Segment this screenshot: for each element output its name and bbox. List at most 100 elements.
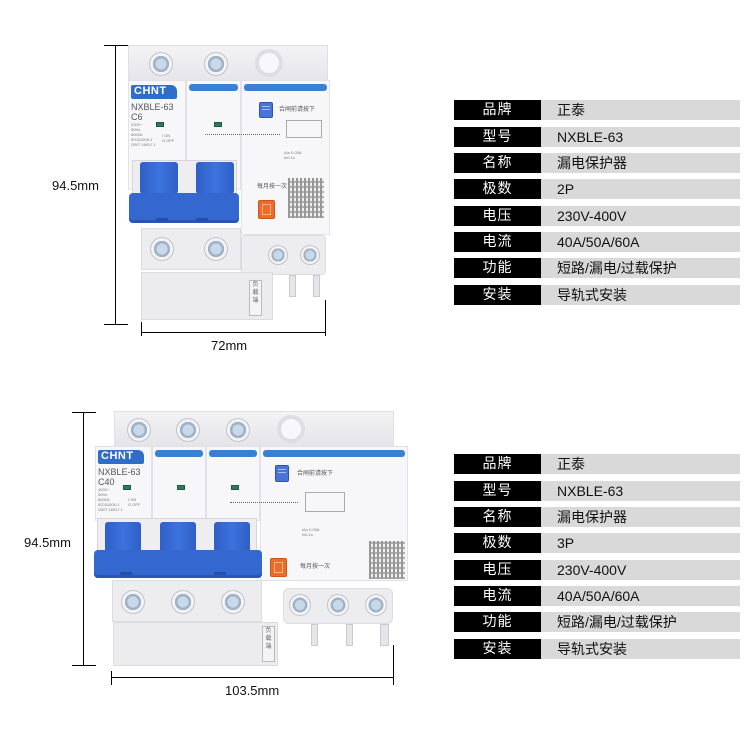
spec-row-voltage: 电压 230V-400V xyxy=(454,560,740,580)
busbar-pin-1 xyxy=(289,275,296,297)
small-print: 230V~ 50Hz 6000A IEC61009-1 GB/T 16917.1 xyxy=(131,122,156,147)
model-text: NXBLE-63 xyxy=(131,102,174,112)
handle-pole-2 xyxy=(160,522,196,554)
spec-key: 型号 xyxy=(454,127,541,147)
pole-face-3 xyxy=(206,446,260,521)
spec-key: 电压 xyxy=(454,206,541,226)
spec-value: 漏电保护器 xyxy=(541,153,740,173)
line-screw-3 xyxy=(226,418,250,442)
line-screw-1 xyxy=(127,418,151,442)
rating-text: C6 xyxy=(131,112,143,122)
spec-row-brand: 品牌 正泰 xyxy=(454,454,740,474)
load-side-tag: 负载端 xyxy=(262,626,275,662)
blue-strip-rcd xyxy=(263,450,405,457)
status-indicator-1 xyxy=(123,485,131,490)
spec-row-function: 功能 短路/漏电/过载保护 xyxy=(454,612,740,632)
busbar-pin-2 xyxy=(346,624,353,646)
monthly-test-button xyxy=(258,200,275,219)
spec-key: 功能 xyxy=(454,258,541,278)
handle-pole-1 xyxy=(140,162,178,194)
load-screw-1 xyxy=(150,237,174,261)
height-dim-line xyxy=(83,412,84,665)
status-indicator-1 xyxy=(156,122,164,127)
test-hint-text: 合闸前请按下 xyxy=(297,470,334,477)
test-button xyxy=(259,102,273,118)
spec-row-voltage: 电压 230V-400V xyxy=(454,206,740,226)
busbar-pin-1 xyxy=(311,624,318,646)
qr-code xyxy=(288,178,324,218)
height-dim-label: 94.5mm xyxy=(52,178,99,193)
spec-value: 正泰 xyxy=(541,100,740,120)
width-dim-label: 72mm xyxy=(211,338,248,353)
width-dim-line xyxy=(141,332,325,333)
rcd-screw-2 xyxy=(327,594,349,616)
blue-strip-2 xyxy=(155,450,203,457)
top-cap xyxy=(114,411,394,449)
spec-key: 品牌 xyxy=(454,100,541,120)
rcd-screw-1 xyxy=(268,245,288,265)
rating-text: C40 xyxy=(98,477,115,487)
spec-value: 导轨式安装 xyxy=(541,639,740,659)
spec-row-model: 型号 NXBLE-63 xyxy=(454,481,740,501)
spec-row-poles: 极数 2P xyxy=(454,179,740,199)
spec-value: 230V-400V xyxy=(541,206,740,226)
spec-key: 功能 xyxy=(454,612,541,632)
spec-key: 电流 xyxy=(454,586,541,606)
spec-value: 漏电保护器 xyxy=(541,507,740,527)
height-dim-label: 94.5mm xyxy=(24,535,71,550)
rcd-face xyxy=(241,80,330,235)
width-dim-right-tick xyxy=(393,645,394,685)
spec-value: NXBLE-63 xyxy=(541,481,740,501)
on-off-legend: I ON O OFF xyxy=(162,133,175,143)
rcd-screw-1 xyxy=(289,594,311,616)
monthly-test-button xyxy=(270,558,287,577)
line-screw-2 xyxy=(204,52,228,76)
spec-key: 电压 xyxy=(454,560,541,580)
handle-pole-1 xyxy=(105,522,141,554)
status-indicator-2 xyxy=(177,485,185,490)
spec-key: 电流 xyxy=(454,232,541,252)
spec-key: 安装 xyxy=(454,285,541,305)
spec-row-brand: 品牌 正泰 xyxy=(454,100,740,120)
height-dim-bottom-tick xyxy=(72,665,96,666)
residual-spec: IΔn 0.03A t≤0.1s xyxy=(302,527,320,537)
model-text: NXBLE-63 xyxy=(98,467,141,477)
wiring-diagram xyxy=(286,120,322,138)
width-dim-right-tick xyxy=(325,300,326,336)
small-print: 400V~ 50Hz 6000A IEC61009-1 GB/T 16917.1 xyxy=(98,487,123,512)
load-screw-2 xyxy=(204,237,228,261)
spec-value: 短路/漏电/过载保护 xyxy=(541,258,740,278)
spec-value: 2P xyxy=(541,179,740,199)
spec-value: 40A/50A/60A xyxy=(541,232,740,252)
width-dim-left-tick xyxy=(141,322,142,336)
blue-strip-3 xyxy=(209,450,257,457)
load-side-tag: 负载端 xyxy=(249,280,262,316)
status-indicator-2 xyxy=(214,122,222,127)
width-dim-label: 103.5mm xyxy=(225,683,280,698)
cable-ring xyxy=(255,49,283,77)
load-screw-3 xyxy=(221,590,245,614)
spec-row-name: 名称 漏电保护器 xyxy=(454,507,740,527)
spec-row-function: 功能 短路/漏电/过载保护 xyxy=(454,258,740,278)
spec-row-mounting: 安装 导轨式安装 xyxy=(454,639,740,659)
on-off-legend: I ON O OFF xyxy=(128,497,141,507)
cable-ring xyxy=(277,415,305,443)
rcd-screw-2 xyxy=(300,245,320,265)
width-dim-line xyxy=(111,677,393,678)
spec-row-mounting: 安装 导轨式安装 xyxy=(454,285,740,305)
height-dim-top-tick xyxy=(104,45,128,46)
test-circuit-line xyxy=(230,502,298,503)
spec-row-current: 电流 40A/50A/60A xyxy=(454,232,740,252)
handle-slot-1 xyxy=(120,572,132,575)
handle-tie-bar xyxy=(129,193,239,223)
spec-value: 40A/50A/60A xyxy=(541,586,740,606)
wiring-diagram xyxy=(305,492,345,512)
spec-key: 安装 xyxy=(454,639,541,659)
residual-spec: IΔn 0.03A t≤0.1s xyxy=(284,150,302,160)
width-dim-left-tick xyxy=(111,671,112,685)
height-dim-line xyxy=(115,45,116,324)
monthly-hint-text: 每月按一次 xyxy=(257,183,288,190)
spec-key: 型号 xyxy=(454,481,541,501)
spec-row-model: 型号 NXBLE-63 xyxy=(454,127,740,147)
height-dim-bottom-tick xyxy=(104,324,128,325)
